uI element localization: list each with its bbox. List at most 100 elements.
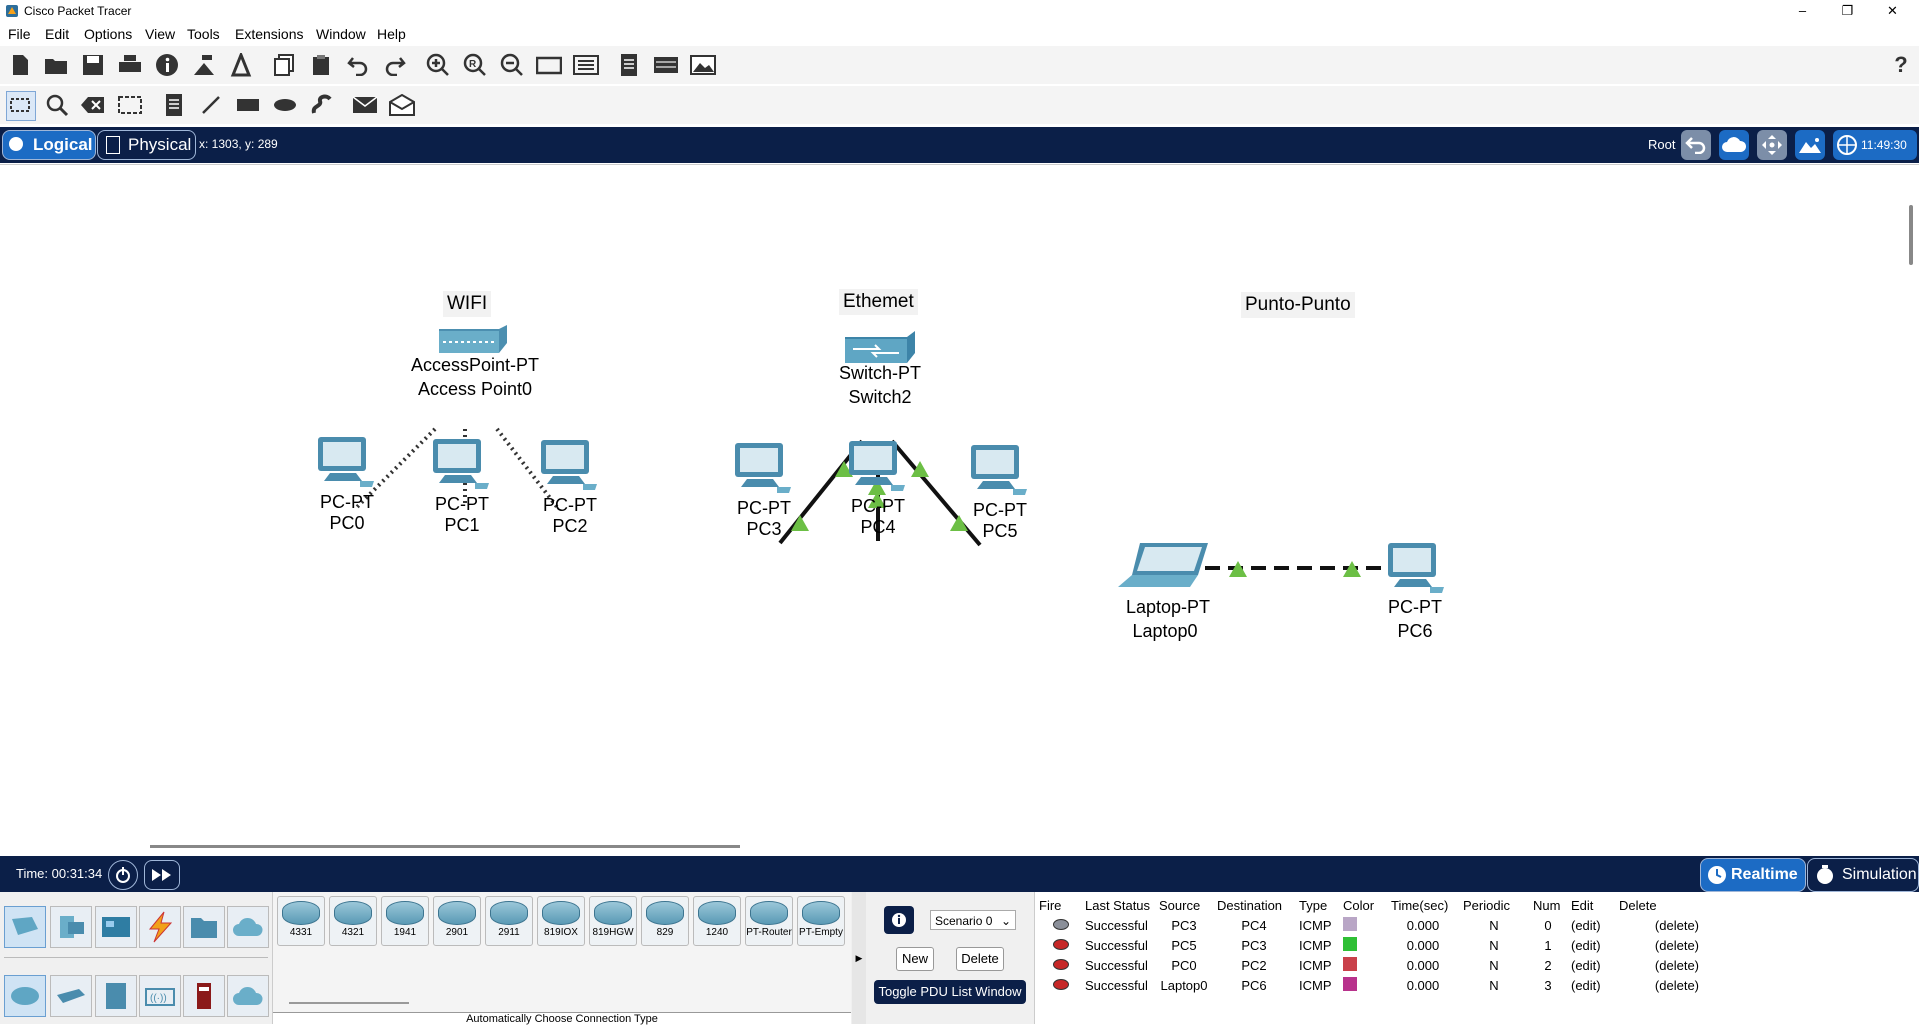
model-pt-empty[interactable]: PT-Empty bbox=[797, 896, 845, 946]
model-1240[interactable]: 1240 bbox=[693, 896, 741, 946]
fast-forward-icon[interactable] bbox=[144, 860, 180, 890]
scenario-info-icon[interactable] bbox=[884, 906, 914, 934]
undo-icon[interactable] bbox=[345, 52, 371, 78]
zoom-reset-icon[interactable]: R bbox=[462, 52, 488, 78]
model-4321[interactable]: 4321 bbox=[329, 896, 377, 946]
fire-indicator-icon[interactable] bbox=[1053, 978, 1069, 990]
pdu-delete-link[interactable]: (delete) bbox=[1654, 937, 1699, 953]
wan-emulation-subcategory-icon[interactable] bbox=[227, 975, 269, 1017]
pdu-edit-link[interactable]: (edit) bbox=[1571, 937, 1601, 953]
pc0-device[interactable]: PC-PT PC0 bbox=[312, 435, 382, 534]
multiuser-category-icon[interactable] bbox=[227, 906, 269, 948]
vertical-scrollbar[interactable] bbox=[1909, 205, 1913, 265]
toggle-pdu-list-button[interactable]: Toggle PDU List Window bbox=[874, 980, 1026, 1004]
place-note-icon[interactable] bbox=[161, 92, 187, 118]
device-template-icon[interactable] bbox=[653, 52, 679, 78]
tab-logical[interactable]: Logical bbox=[2, 130, 96, 160]
routers-subcategory-icon[interactable] bbox=[4, 975, 46, 1017]
hubs-subcategory-icon[interactable] bbox=[95, 975, 137, 1017]
end-devices-category-icon[interactable] bbox=[50, 906, 92, 948]
cluster-cloud-icon[interactable] bbox=[1719, 130, 1749, 160]
realtime-mode-button[interactable]: Realtime bbox=[1700, 858, 1806, 892]
pdu-edit-link[interactable]: (edit) bbox=[1571, 957, 1601, 973]
wireless-subcategory-icon[interactable]: ((·)) bbox=[139, 975, 181, 1017]
select-tool-icon[interactable] bbox=[6, 91, 36, 121]
menu-window[interactable]: Window bbox=[316, 26, 366, 42]
pdu-edit-link[interactable]: (edit) bbox=[1571, 977, 1601, 993]
add-simple-pdu-icon[interactable] bbox=[352, 92, 378, 118]
switches-subcategory-icon[interactable] bbox=[50, 975, 92, 1017]
pdu-delete-link[interactable]: (delete) bbox=[1654, 957, 1699, 973]
draw-ellipse-icon[interactable] bbox=[272, 92, 298, 118]
power-cycle-icon[interactable] bbox=[108, 860, 138, 890]
menu-tools[interactable]: Tools bbox=[187, 26, 220, 42]
access-point-icon[interactable] bbox=[433, 323, 511, 357]
custom-devices-icon[interactable] bbox=[573, 52, 599, 78]
security-subcategory-icon[interactable] bbox=[183, 975, 225, 1017]
help-icon[interactable]: ? bbox=[1894, 52, 1908, 77]
logical-workspace[interactable]: WIFI Ethemet Punto-Punto AccessPoint-PT … bbox=[0, 164, 1919, 857]
zoom-in-icon[interactable] bbox=[425, 52, 451, 78]
freeform-icon[interactable] bbox=[309, 92, 335, 118]
close-button[interactable]: ✕ bbox=[1887, 3, 1898, 18]
redo-icon[interactable] bbox=[382, 52, 408, 78]
minimize-button[interactable]: – bbox=[1798, 3, 1807, 18]
menu-file[interactable]: File bbox=[8, 26, 31, 42]
delete-scenario-button[interactable]: Delete bbox=[956, 947, 1004, 971]
draw-rectangle-icon[interactable] bbox=[235, 92, 261, 118]
info-icon[interactable] bbox=[154, 52, 180, 78]
pc3-device[interactable]: PC-PT PC3 bbox=[729, 441, 799, 540]
fire-button[interactable] bbox=[1035, 975, 1081, 995]
tab-physical[interactable]: Physical bbox=[97, 130, 196, 160]
pc1-device[interactable]: PC-PT PC1 bbox=[427, 437, 497, 536]
image-icon[interactable] bbox=[690, 52, 716, 78]
zoom-out-icon[interactable] bbox=[499, 52, 525, 78]
resize-shape-icon[interactable] bbox=[117, 92, 143, 118]
new-scenario-button[interactable]: New bbox=[896, 947, 934, 971]
model-list-scrollbar[interactable] bbox=[289, 1002, 409, 1004]
delete-icon[interactable] bbox=[80, 92, 106, 118]
simulation-mode-button[interactable]: Simulation bbox=[1807, 858, 1919, 892]
switch-icon[interactable] bbox=[839, 329, 917, 367]
maximize-button[interactable]: ❐ bbox=[1841, 3, 1854, 18]
pc2-device[interactable]: PC-PT PC2 bbox=[535, 438, 605, 537]
collapse-panel-icon[interactable]: ▶ bbox=[852, 892, 866, 1024]
pc6-device[interactable] bbox=[1382, 541, 1446, 598]
group-label-ethernet[interactable]: Ethemet bbox=[839, 289, 918, 315]
notes-icon[interactable] bbox=[616, 52, 642, 78]
background-image-icon[interactable] bbox=[1795, 130, 1825, 160]
add-complex-pdu-icon[interactable] bbox=[389, 92, 415, 118]
open-folder-icon[interactable] bbox=[43, 52, 69, 78]
model-819hgw[interactable]: 819HGW bbox=[589, 896, 637, 946]
fire-indicator-icon[interactable] bbox=[1053, 918, 1069, 930]
copy-icon[interactable] bbox=[271, 52, 297, 78]
model-1941[interactable]: 1941 bbox=[381, 896, 429, 946]
pdu-delete-link[interactable]: (delete) bbox=[1654, 977, 1699, 993]
group-label-p2p[interactable]: Punto-Punto bbox=[1241, 292, 1355, 318]
fire-button[interactable] bbox=[1035, 955, 1081, 975]
pc4-device[interactable]: PC-PT PC4 bbox=[843, 439, 913, 538]
model-2901[interactable]: 2901 bbox=[433, 896, 481, 946]
menu-view[interactable]: View bbox=[145, 26, 176, 42]
save-icon[interactable] bbox=[80, 52, 106, 78]
miscellaneous-category-icon[interactable] bbox=[183, 906, 225, 948]
scenario-select[interactable]: Scenario 0⌄ bbox=[930, 910, 1016, 930]
activity-wizard-icon[interactable] bbox=[228, 52, 254, 78]
menu-edit[interactable]: Edit bbox=[45, 26, 70, 42]
menu-extensions[interactable]: Extensions bbox=[235, 26, 304, 42]
inspect-icon[interactable] bbox=[44, 92, 70, 118]
pdu-edit-link[interactable]: (edit) bbox=[1571, 917, 1601, 933]
model-pt-router[interactable]: PT-Router bbox=[745, 896, 793, 946]
drawing-palette-icon[interactable] bbox=[536, 52, 562, 78]
menu-help[interactable]: Help bbox=[377, 26, 406, 42]
network-devices-category-icon[interactable] bbox=[4, 906, 46, 948]
draw-line-icon[interactable] bbox=[198, 92, 224, 118]
paste-icon[interactable] bbox=[308, 52, 334, 78]
back-icon[interactable] bbox=[1681, 130, 1711, 160]
components-category-icon[interactable] bbox=[95, 906, 137, 948]
fire-indicator-icon[interactable] bbox=[1053, 938, 1069, 950]
menu-options[interactable]: Options bbox=[84, 26, 133, 42]
model-2911[interactable]: 2911 bbox=[485, 896, 533, 946]
move-object-icon[interactable] bbox=[1757, 130, 1787, 160]
connections-category-icon[interactable] bbox=[139, 906, 181, 948]
